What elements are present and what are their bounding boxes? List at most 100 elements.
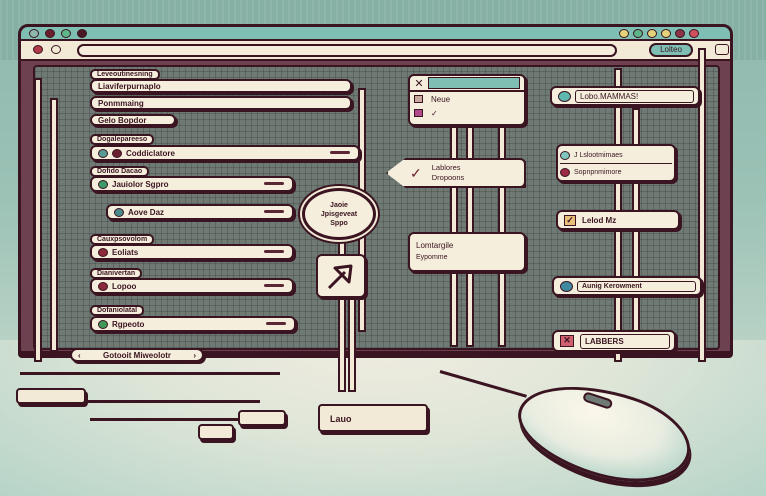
checkbox-row[interactable]: ✕ — [410, 76, 524, 92]
checkbox-option[interactable]: ✓ Lelod Mz — [556, 210, 680, 230]
window-control-dot[interactable] — [619, 29, 629, 38]
radio-icon — [560, 167, 570, 177]
checkbox-icon[interactable] — [414, 95, 423, 103]
radio-option[interactable]: Rgpeoto — [90, 316, 296, 332]
option-label: Lopoo — [112, 281, 137, 291]
radio-icon — [98, 148, 108, 158]
forward-button[interactable] — [51, 45, 61, 54]
option-label: Jauiolor Sgpro — [112, 179, 169, 189]
window-control-dot[interactable] — [61, 29, 71, 38]
option-group: J Lslootmimaes Sopnpnmimore — [556, 144, 676, 182]
text-panel: Lomtargile Eypomme — [408, 232, 526, 272]
button-label: Gelo Bopdor — [98, 115, 147, 125]
radio-option[interactable]: Coddiclatore — [90, 145, 360, 161]
checkbox-icon — [560, 151, 570, 160]
option-label: Rgpeoto — [112, 319, 145, 329]
app-window: Lolteo — [18, 24, 733, 354]
field-value: Liaviferpurnaplo — [98, 81, 161, 91]
field-value: Ponmmaing — [98, 98, 144, 108]
radio-icon — [558, 90, 571, 102]
message-icon[interactable] — [715, 44, 729, 55]
panel-text: Eypomme — [416, 254, 448, 261]
arrow-button[interactable] — [316, 254, 366, 298]
close-icon[interactable]: ✕ — [414, 77, 424, 90]
option-label: Lobo.MAMMAS! — [575, 89, 694, 103]
checkbox-panel: ✕ Neue ✓ — [408, 74, 526, 126]
key-label: Lauo — [330, 414, 352, 424]
radio-icon — [114, 207, 124, 217]
callout-line: Dropoons — [431, 173, 465, 182]
window-control-dot[interactable] — [77, 29, 87, 38]
footer-nav-label: Gotooit Miweolotr — [103, 350, 171, 360]
badge-line: Jaoie — [330, 201, 348, 209]
arrow-up-right-icon — [327, 264, 353, 290]
back-button[interactable] — [33, 45, 43, 54]
close-window-dot[interactable] — [689, 29, 699, 38]
radio-option[interactable]: Aunig Kerowment — [552, 276, 702, 296]
option-label: Eoliats — [112, 247, 139, 257]
badge-line: Jpisgeveat — [320, 210, 358, 218]
drag-handle[interactable] — [264, 182, 284, 185]
wire — [340, 240, 344, 390]
desk-key — [198, 424, 234, 440]
checkbox-row[interactable]: Neue — [410, 92, 524, 106]
check-icon: ✓ — [410, 164, 422, 181]
info-badge: Jaoie Jpisgeveat Sppo — [302, 188, 376, 240]
option-label: Lelod Mz — [582, 215, 617, 225]
option-label: Aove Daz — [128, 207, 165, 217]
chevron-left-icon[interactable]: ‹ — [78, 350, 81, 360]
checkbox-option[interactable]: J Lslootmimaes — [560, 148, 672, 164]
action-button[interactable]: Gelo Bopdor — [90, 114, 176, 126]
title-bar — [21, 27, 730, 41]
drag-handle[interactable] — [264, 250, 284, 253]
radio-icon — [112, 148, 122, 158]
window-control-dot[interactable] — [675, 29, 685, 38]
callout-line: Lablores — [431, 163, 461, 172]
drag-handle[interactable] — [330, 151, 350, 154]
desk-wire — [90, 418, 240, 421]
badge-line: Sppo — [330, 219, 348, 227]
address-input[interactable] — [77, 44, 617, 57]
option-label: Aunig Kerowment — [577, 280, 696, 292]
drag-handle[interactable] — [264, 284, 284, 287]
window-control-dot[interactable] — [661, 29, 671, 38]
option-label: Sopnpnmimore — [574, 168, 622, 176]
keyboard-key[interactable]: Lauo — [318, 404, 428, 432]
checkbox-icon[interactable] — [414, 109, 423, 117]
radio-icon — [98, 319, 108, 329]
window-control-dot[interactable] — [647, 29, 657, 38]
go-button[interactable]: Lolteo — [649, 43, 693, 57]
mouse-scroll-wheel — [581, 391, 614, 410]
desk-wire — [60, 400, 260, 403]
radio-option[interactable]: Jauiolor Sgpro — [90, 176, 294, 192]
window-control-dot[interactable] — [45, 29, 55, 38]
option-label: LABBERS — [580, 333, 670, 349]
radio-option[interactable]: Aove Daz — [106, 204, 294, 220]
text-field[interactable]: Liaviferpurnaplo — [90, 79, 352, 93]
field-tag: Dofaniolatal — [90, 305, 145, 316]
text-field[interactable]: Ponmmaing — [90, 96, 352, 110]
panel-text: Lomtargile — [416, 241, 454, 250]
check-icon: ✓ — [431, 108, 438, 118]
checkbox-option[interactable]: ✕ LABBERS — [552, 330, 676, 352]
radio-option[interactable]: Lobo.MAMMAS! — [550, 86, 700, 106]
checkbox-label: Neue — [431, 94, 451, 104]
window-control-dot[interactable] — [633, 29, 643, 38]
content-area — [33, 65, 720, 350]
dropdown-callout[interactable]: ✓ Lablores Dropoons — [386, 158, 526, 188]
drag-handle[interactable] — [264, 210, 284, 213]
radio-option[interactable]: Lopoo — [90, 278, 294, 294]
drag-handle[interactable] — [266, 322, 286, 325]
option-label: J Lslootmimaes — [574, 152, 623, 159]
checkbox-row[interactable]: ✓ — [410, 106, 524, 120]
radio-icon — [560, 280, 573, 292]
chevron-right-icon[interactable]: › — [193, 350, 196, 360]
window-control-dot[interactable] — [29, 29, 39, 38]
footer-navigation[interactable]: ‹ Gotooit Miweolotr › — [70, 348, 204, 362]
radio-option[interactable]: Eoliats — [90, 244, 294, 260]
wire — [36, 80, 40, 360]
radio-option[interactable]: Sopnpnmimore — [560, 164, 672, 180]
checkbox-checked-icon: ✓ — [564, 214, 576, 226]
wire — [52, 100, 56, 350]
highlight-field[interactable] — [428, 77, 520, 89]
